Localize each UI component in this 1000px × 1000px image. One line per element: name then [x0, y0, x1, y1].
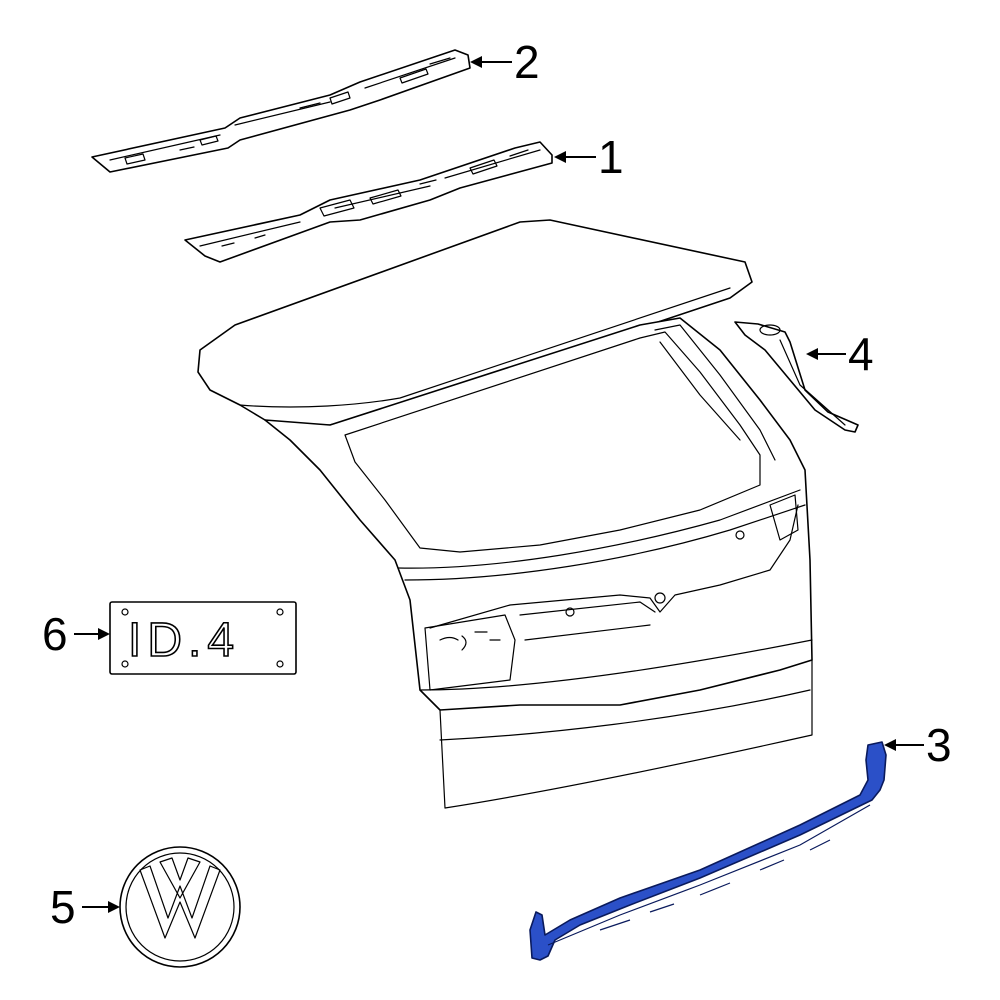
liftgate-body[interactable]	[197, 219, 813, 809]
callout-1: 1	[598, 131, 624, 183]
part-2-upper-trim[interactable]	[91, 49, 471, 173]
callout-arrows	[74, 56, 924, 913]
callout-3: 3	[926, 719, 952, 771]
callout-5: 5	[50, 881, 76, 933]
callout-4: 4	[848, 328, 874, 380]
part-1-lower-trim[interactable]	[184, 141, 553, 263]
vw-emblem-icon	[139, 857, 221, 939]
id4-badge-icon: ID.4	[128, 614, 240, 667]
part-5-vw-emblem[interactable]	[119, 846, 241, 968]
callout-2: 2	[514, 36, 540, 88]
part-6-id4-badge[interactable]: ID.4	[109, 601, 297, 675]
callout-6: 6	[42, 608, 68, 660]
part-3-lower-garnish[interactable]	[529, 741, 887, 961]
part-4-side-trim[interactable]	[734, 321, 859, 433]
